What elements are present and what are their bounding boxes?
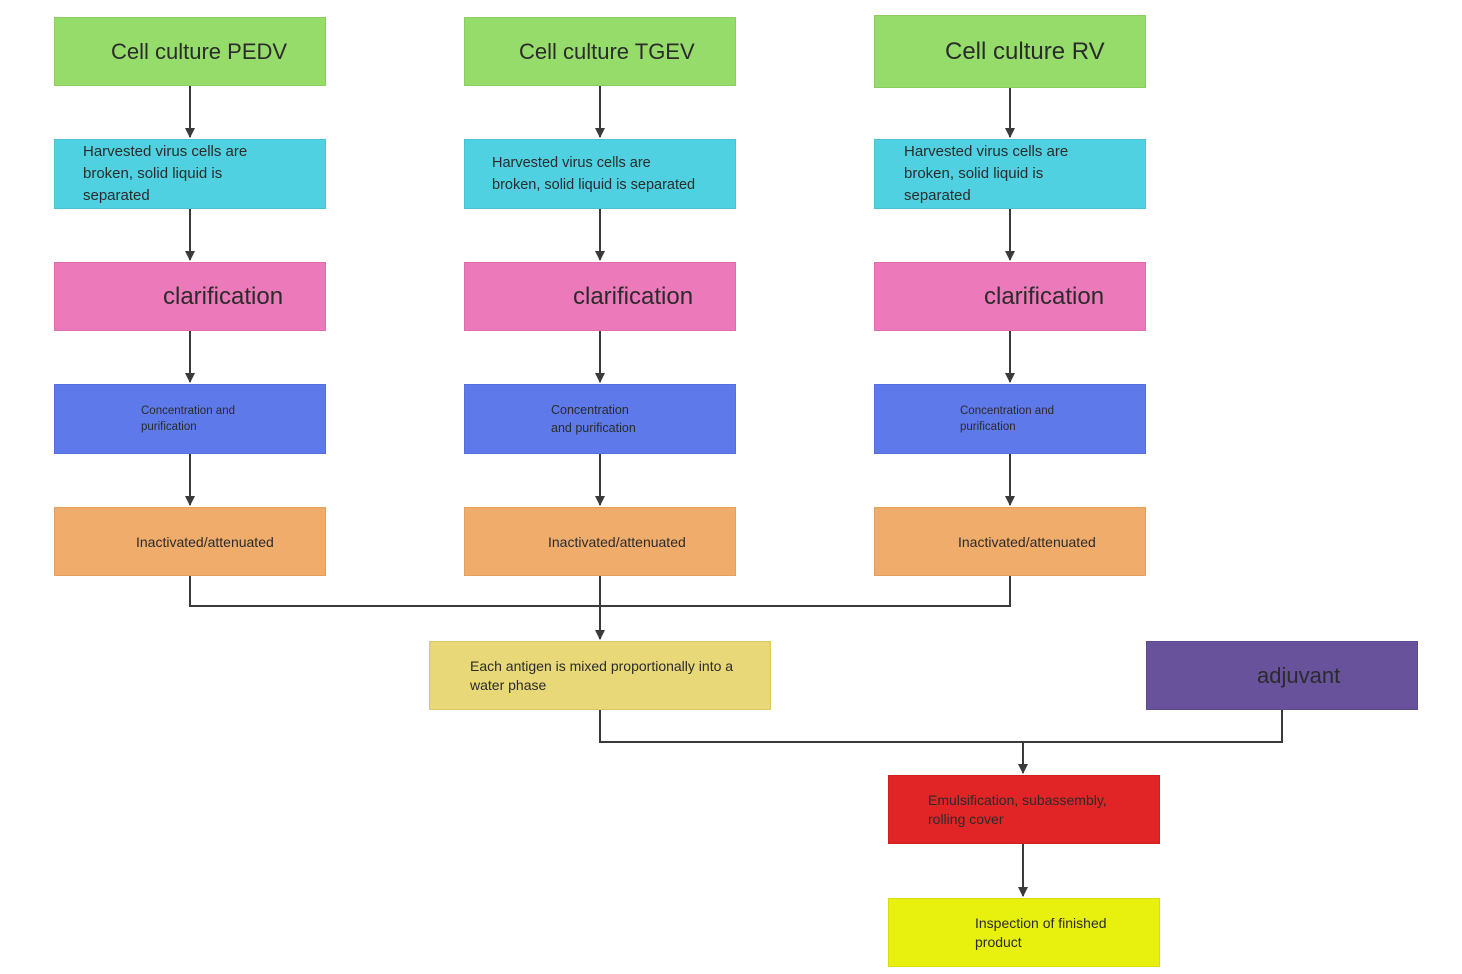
node-label: Cell culture TGEV	[519, 38, 695, 64]
node-concentration-tgev: Concentration and purification	[464, 384, 736, 454]
node-antigen-mixing: Each antigen is mixed proportionally int…	[429, 641, 771, 710]
node-inactivation-pedv: Inactivated/attenuated	[54, 507, 326, 576]
node-label: clarification	[573, 282, 694, 310]
node-label: Cell culture PEDV	[111, 38, 288, 64]
node-harvest-rv: Harvested virus cells are broken, solid …	[874, 139, 1146, 209]
node-label: Cell culture RV	[945, 37, 1105, 65]
merge-connector-right	[600, 576, 1011, 607]
node-emulsification: Emulsification, subassembly, rolling cov…	[888, 775, 1160, 844]
node-clarification-pedv: clarification	[54, 262, 326, 331]
node-inactivation-rv: Inactivated/attenuated	[874, 507, 1146, 576]
node-label: clarification	[163, 282, 284, 310]
node-inactivation-tgev: Inactivated/attenuated	[464, 507, 736, 576]
merge-connector-left	[189, 576, 600, 607]
node-label: Inactivated/attenuated	[548, 533, 686, 550]
node-cell-culture-pedv: Cell culture PEDV	[54, 17, 326, 86]
node-label: Inactivated/attenuated	[136, 533, 274, 550]
node-cell-culture-tgev: Cell culture TGEV	[464, 17, 736, 86]
node-label: Harvested virus cells are broken, solid …	[83, 143, 248, 204]
node-label: clarification	[984, 282, 1105, 310]
node-harvest-tgev: Harvested virus cells are broken, solid …	[464, 139, 736, 209]
node-inspection: Inspection of finished product	[888, 898, 1160, 967]
node-harvest-pedv: Harvested virus cells are broken, solid …	[54, 139, 326, 209]
node-label: Emulsification, subassembly, rolling cov…	[928, 791, 1107, 827]
node-label: Inspection of finished product	[975, 914, 1107, 950]
node-clarification-tgev: clarification	[464, 262, 736, 331]
node-label: Harvested virus cells are broken, solid …	[492, 155, 696, 193]
node-concentration-pedv: Concentration and purification	[54, 384, 326, 454]
node-label: adjuvant	[1257, 662, 1341, 688]
node-label: Concentration and purification	[960, 405, 1054, 433]
node-label: Inactivated/attenuated	[958, 533, 1096, 550]
node-concentration-rv: Concentration and purification	[874, 384, 1146, 454]
node-label: Each antigen is mixed proportionally int…	[470, 657, 734, 693]
node-cell-culture-rv: Cell culture RV	[874, 15, 1146, 88]
node-label: Harvested virus cells are broken, solid …	[904, 143, 1069, 204]
node-label: Concentration and purification	[551, 403, 636, 435]
node-clarification-rv: clarification	[874, 262, 1146, 331]
connector-mixing-to-junction	[599, 710, 1023, 743]
node-adjuvant: adjuvant	[1146, 641, 1418, 710]
node-label: Concentration and purification	[141, 405, 235, 433]
connector-adjuvant-to-junction	[1023, 710, 1283, 743]
